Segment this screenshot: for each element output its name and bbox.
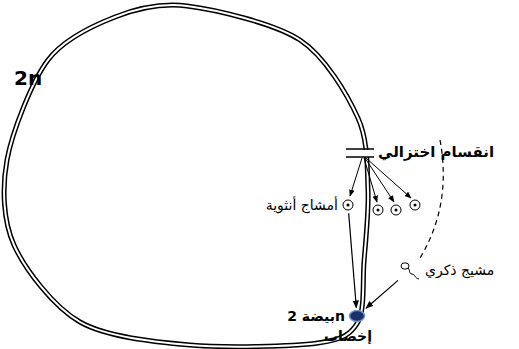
female-gamete bbox=[410, 200, 420, 210]
egg-node: بيضة 2n bbox=[287, 308, 366, 325]
meiosis-arrow bbox=[350, 158, 362, 196]
meiosis-bar bbox=[346, 148, 374, 150]
egg-cell bbox=[348, 309, 366, 323]
connector-arrow bbox=[349, 213, 357, 307]
node-text: مشيج ذكري bbox=[425, 262, 494, 279]
female-gamete bbox=[341, 198, 355, 212]
connector-arrow bbox=[366, 280, 398, 308]
cycle-ring-gap bbox=[4, 5, 368, 347]
female-gamete bbox=[391, 205, 401, 215]
process-label: انقسام اختزالي bbox=[378, 143, 494, 161]
node-text: أمشاج أنثوية bbox=[266, 197, 338, 214]
meiosis-arrow bbox=[366, 158, 411, 198]
node-text: بيضة 2n bbox=[287, 308, 345, 325]
ploidy-label: 2n bbox=[14, 66, 42, 90]
female-gamete-node: أمشاج أنثوية bbox=[266, 197, 355, 214]
sperm-cell bbox=[398, 259, 422, 281]
meiosis-break bbox=[352, 150, 378, 157]
male-gamete-node: مشيج ذكري bbox=[398, 259, 494, 281]
meiosis-bar bbox=[346, 156, 374, 158]
cycle-ring bbox=[4, 5, 368, 347]
process-label: إخصاب bbox=[324, 328, 372, 345]
meiosis-arrow bbox=[364, 158, 377, 202]
meiosis-arrow bbox=[365, 158, 394, 202]
female-gamete bbox=[373, 205, 383, 215]
